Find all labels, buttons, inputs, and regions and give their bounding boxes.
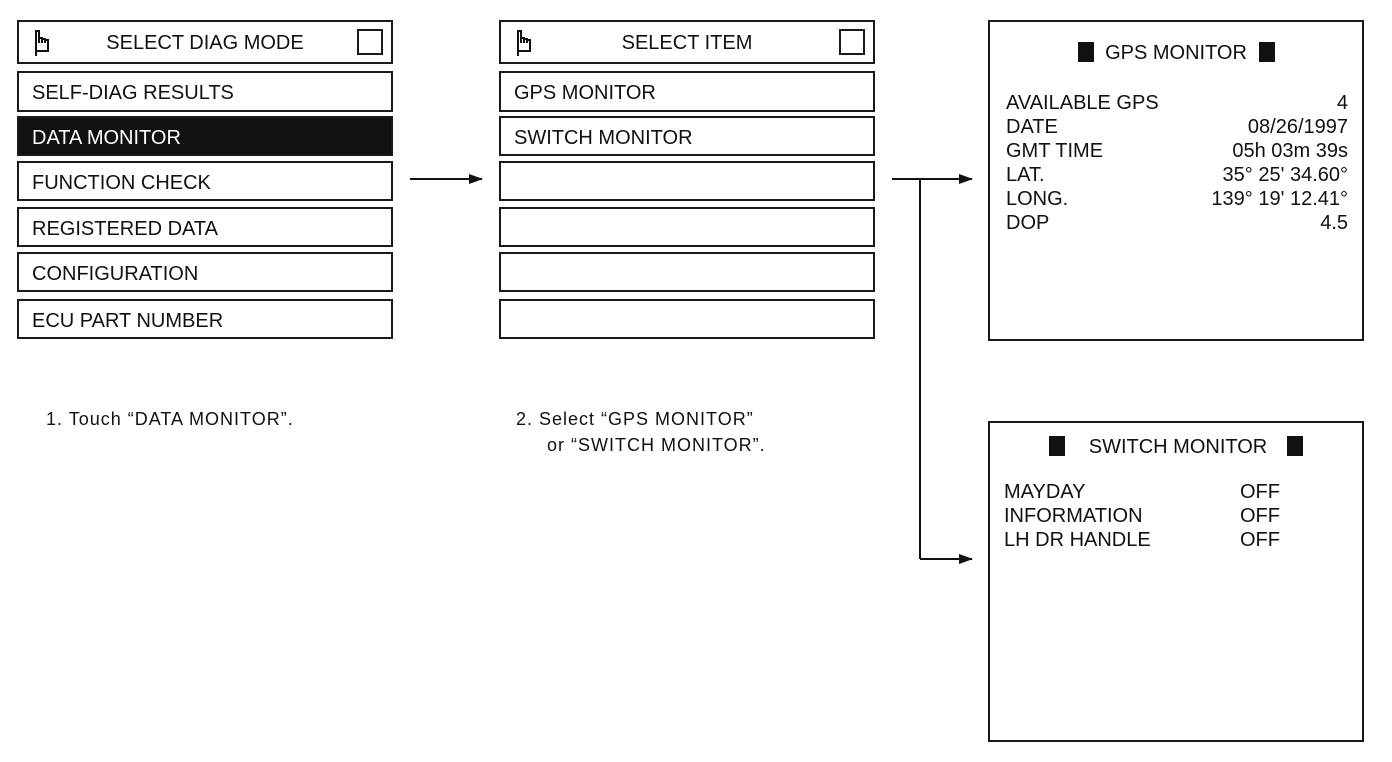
select-item-title: SELECT ITEM	[621, 32, 753, 54]
item-empty-slot[interactable]	[499, 207, 875, 247]
item-label: GPS MONITOR	[514, 82, 656, 104]
checkbox-icon[interactable]	[357, 29, 383, 55]
menu-item-label: CONFIGURATION	[32, 263, 199, 285]
menu-item-data-monitor[interactable]: DATA MONITOR	[17, 116, 393, 156]
item-gps-monitor[interactable]: GPS MONITOR	[499, 71, 875, 112]
switch-row-value: OFF	[1240, 505, 1280, 527]
gps-row-label: LAT.	[1006, 164, 1045, 186]
gps-row-value: 35° 25' 34.60°	[1222, 164, 1348, 186]
gps-row-label: LONG.	[1006, 188, 1069, 210]
gps-row-label: DATE	[1006, 116, 1058, 138]
menu-item-label: ECU PART NUMBER	[32, 310, 224, 332]
gps-row-label: GMT TIME	[1006, 140, 1104, 162]
gps-row-value: 4	[1336, 92, 1348, 114]
gps-row-label: DOP	[1006, 212, 1050, 234]
menu-item-self-diag-results[interactable]: SELF-DIAG RESULTS	[17, 71, 393, 112]
marker-icon	[1258, 42, 1275, 62]
checkbox-icon[interactable]	[839, 29, 865, 55]
gps-row-value: 05h 03m 39s	[1232, 140, 1348, 162]
item-label: SWITCH MONITOR	[514, 127, 693, 149]
switch-monitor-screen: SWITCH MONITOR MAYDAY OFF INFORMATION OF…	[988, 421, 1364, 742]
menu-item-label: REGISTERED DATA	[32, 218, 218, 240]
marker-icon	[1077, 42, 1094, 62]
item-empty-slot[interactable]	[499, 299, 875, 339]
gps-monitor-screen: GPS MONITOR AVAILABLE GPS 4 DATE 08/26/1…	[988, 20, 1364, 341]
switch-row-value: OFF	[1240, 529, 1280, 551]
switch-row-label: LH DR HANDLE	[1004, 529, 1151, 551]
item-empty-slot[interactable]	[499, 252, 875, 292]
gps-monitor-header: GPS MONITOR	[990, 42, 1362, 65]
switch-monitor-header: SWITCH MONITOR	[990, 436, 1362, 459]
step-2-note-line1: 2. Select “GPS MONITOR”	[516, 409, 754, 429]
menu-item-label: SELF-DIAG RESULTS	[32, 82, 234, 104]
menu-item-registered-data[interactable]: REGISTERED DATA	[17, 207, 393, 247]
gps-row-value: 4.5	[1320, 212, 1348, 234]
menu-item-configuration[interactable]: CONFIGURATION	[17, 252, 393, 292]
marker-icon	[1286, 436, 1303, 456]
item-empty-slot[interactable]	[499, 161, 875, 201]
select-item-header: SELECT ITEM	[499, 20, 875, 64]
marker-icon	[1049, 436, 1066, 456]
diag-mode-panel: SELECT DIAG MODE SELF-DIAG RESULTS DATA …	[17, 20, 395, 340]
item-switch-monitor[interactable]: SWITCH MONITOR	[499, 116, 875, 156]
gps-row-value: 08/26/1997	[1247, 116, 1348, 138]
switch-row-value: OFF	[1240, 481, 1280, 503]
gps-row-label: AVAILABLE GPS	[1006, 92, 1159, 114]
switch-monitor-title: SWITCH MONITOR	[1088, 436, 1268, 458]
step-1-note: 1. Touch “DATA MONITOR”.	[46, 409, 294, 429]
menu-item-label: FUNCTION CHECK	[32, 172, 211, 194]
gps-monitor-title: GPS MONITOR	[1105, 42, 1247, 64]
hand-icon	[517, 30, 531, 56]
menu-item-label: DATA MONITOR	[32, 127, 181, 149]
step-2-note-line2: or “SWITCH MONITOR”.	[547, 435, 766, 455]
menu-item-ecu-part-number[interactable]: ECU PART NUMBER	[17, 299, 393, 339]
hand-icon	[35, 30, 49, 56]
diag-mode-title: SELECT DIAG MODE	[106, 32, 304, 54]
select-item-panel: SELECT ITEM GPS MONITOR SWITCH MONITOR	[499, 20, 875, 340]
switch-row-label: MAYDAY	[1004, 481, 1086, 503]
diag-mode-header: SELECT DIAG MODE	[17, 20, 393, 64]
menu-item-function-check[interactable]: FUNCTION CHECK	[17, 161, 393, 201]
gps-row-value: 139° 19' 12.41°	[1211, 188, 1348, 210]
switch-row-label: INFORMATION	[1004, 505, 1143, 527]
